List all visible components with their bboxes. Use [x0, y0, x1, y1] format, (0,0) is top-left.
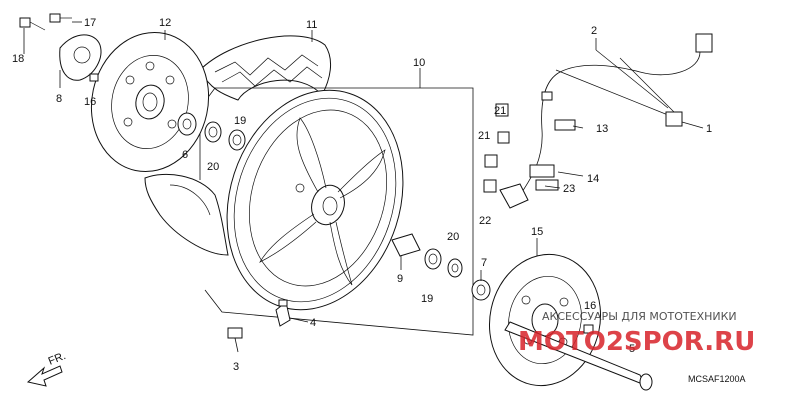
callout-19-right: 19: [421, 293, 433, 305]
callout-14: 14: [587, 173, 599, 185]
diagram-code: MCSAF1200A: [688, 374, 746, 384]
callout-6: 6: [182, 149, 188, 161]
seal-20-right: [447, 258, 463, 278]
watermark-logo: MOTO2SPOR.RU: [518, 327, 755, 357]
bearing-19-right: [424, 248, 442, 270]
speed-sensor-body: [499, 183, 529, 209]
callout-23: 23: [563, 183, 575, 195]
collar-6: [177, 112, 197, 136]
callout-1: 1: [706, 123, 712, 135]
front-direction-arrow: FR.: [26, 350, 68, 387]
callout-20-right: 20: [447, 231, 459, 243]
bolts-21-22: [483, 103, 510, 193]
callout-11: 11: [306, 19, 317, 31]
callout-18: 18: [12, 53, 24, 65]
callout-5: 5: [629, 343, 635, 355]
distance-collar-9: [391, 233, 421, 257]
bolt-18: [19, 17, 46, 31]
bolt-17: [49, 13, 72, 23]
callout-9: 9: [397, 273, 403, 285]
callout-12: 12: [159, 17, 171, 29]
callout-22: 22: [479, 215, 491, 227]
seal-20-left: [204, 121, 222, 143]
callout-2: 2: [591, 25, 597, 37]
brake-disc-left: [90, 31, 210, 173]
bolt-16-right: [583, 324, 594, 334]
direction-label: FR.: [47, 350, 68, 368]
pulser-ring: [59, 34, 102, 88]
watermark: АКСЕССУАРЫ ДЛЯ МОТОТЕХНИКИ MOTO2SPOR.RU: [518, 310, 755, 357]
callout-21-top: 21: [494, 105, 506, 117]
bearing-19-left: [228, 129, 246, 151]
callout-7: 7: [481, 257, 487, 269]
callout-21-mid: 21: [478, 130, 490, 142]
callout-8: 8: [56, 93, 62, 105]
callout-17: 17: [84, 17, 96, 29]
callout-19-left: 19: [234, 115, 246, 127]
nut-3: [227, 327, 243, 339]
callout-3: 3: [233, 361, 239, 373]
speed-sensor-cable: [519, 33, 713, 196]
bolt-16-left: [89, 73, 99, 82]
callout-20-left: 20: [207, 161, 219, 173]
tire: [144, 35, 332, 256]
callout-4: 4: [310, 317, 316, 329]
sensor-clamps: [529, 119, 576, 191]
wheel-rim: [226, 89, 404, 311]
front-axle: [504, 321, 653, 391]
callout-13: 13: [596, 123, 608, 135]
callout-15: 15: [531, 226, 543, 238]
callout-16-right: 16: [584, 300, 596, 312]
callout-10: 10: [413, 57, 425, 69]
leader-lines: [23, 21, 704, 353]
watermark-text: АКСЕССУАРЫ ДЛЯ МОТОТЕХНИКИ: [542, 310, 737, 323]
callout-labels: 17 18 8 16 12 11 10 6 19 20 4 3 9 19 20 …: [12, 17, 712, 373]
collar-7: [471, 279, 491, 301]
valve-4: [275, 299, 291, 327]
callout-16-left: 16: [84, 96, 96, 108]
